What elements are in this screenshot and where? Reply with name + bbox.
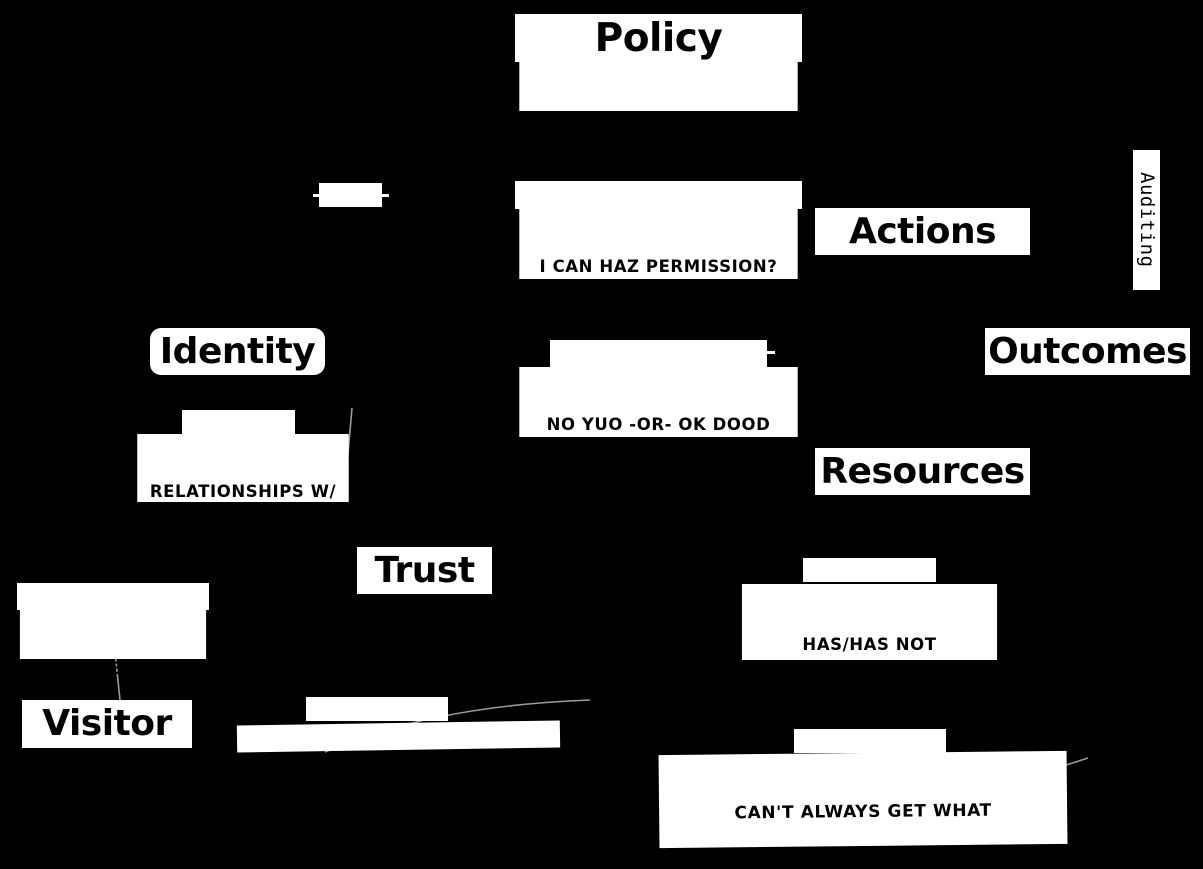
auditing-box[interactable]: Auditing xyxy=(1133,150,1160,290)
past-behavior-title-box[interactable]: Past Behavior xyxy=(803,558,957,605)
roles-tick-left xyxy=(313,194,319,197)
policy-title: Policy xyxy=(594,15,723,61)
policy-title-box[interactable]: Policy xyxy=(515,14,802,62)
visitor-label: Visitor xyxy=(42,703,172,744)
authorization-title-box[interactable]: Authorization xyxy=(515,181,802,235)
identity-box[interactable]: Identity xyxy=(150,328,325,375)
authentication-body-box[interactable]: VISITOR BELONGS TO IDENTITY? xyxy=(19,610,207,745)
reputation-body-line-3: IDENTITIES xyxy=(188,614,298,634)
policy-body-line-1: HOW TO MAKE AUTH'ZN xyxy=(541,112,776,132)
desired-results-body-line-1: CAN'T ALWAYS GET WHAT xyxy=(734,800,992,824)
authorization-body-box[interactable]: I CAN HAZ PERMISSION? USE ROLES, TRUST, … xyxy=(519,209,804,409)
desired-results-title-box[interactable]: Desired Results xyxy=(794,729,965,776)
access-control-body-box[interactable]: NO YUO -OR- OK DOOD ENFORCES AUTHORIZATI… xyxy=(519,367,798,567)
accountability-body-line-1: REAL-WORLD CONSEQUENCES xyxy=(248,777,551,803)
past-behavior-body-line-2: PREVIOUSLY xyxy=(809,701,930,721)
desired-results-body-box[interactable]: CAN'T ALWAYS GET WHAT YOU WANT BUT IF YO… xyxy=(658,750,1068,869)
accountability-body-box[interactable]: REAL-WORLD CONSEQUENCES xyxy=(236,720,561,802)
reputation-body-line-1: RELATIONSHIPS W/ xyxy=(149,482,337,502)
reputation-title-box[interactable]: Reputation xyxy=(182,410,310,457)
authentication-title-box[interactable]: Authentication xyxy=(17,583,242,635)
reputation-body-line-2: OTHER TRUSTED xyxy=(162,548,324,568)
roles-label-box[interactable]: Roles xyxy=(319,183,394,230)
authentication-body-line-1: VISITOR BELONGS xyxy=(24,659,202,679)
access-control-tick-right xyxy=(767,351,775,354)
past-behavior-body-box[interactable]: HAS/HAS NOT PREVIOUSLY ACTS_AS_ASSHAT xyxy=(741,584,998,787)
outcomes-label: Outcomes xyxy=(988,330,1187,372)
trust-label: Trust xyxy=(374,549,475,591)
access-control-body-line-1: NO YUO -OR- OK DOOD xyxy=(546,415,771,435)
resources-box[interactable]: Resources xyxy=(815,448,1030,495)
access-control-title-box[interactable]: Access Control xyxy=(550,340,786,392)
authorization-body-line-1: I CAN HAZ PERMISSION? xyxy=(539,257,778,277)
desired-results-body-line-2: YOU WANT BUT IF YOU TRY, xyxy=(660,865,1068,869)
authorization-body-line-2: USE ROLES, TRUST, REQUEST xyxy=(519,323,805,343)
access-control-body-line-3: DELEGATES OBLIGATIONS xyxy=(533,547,784,567)
visitor-box[interactable]: Visitor xyxy=(22,700,192,748)
auditing-label: Auditing xyxy=(1136,172,1158,268)
actions-label: Actions xyxy=(848,210,997,252)
policy-body-box[interactable]: HOW TO MAKE AUTH'ZN DECISIONS xyxy=(519,62,798,198)
roles-tick-right xyxy=(382,194,389,197)
actions-box[interactable]: Actions xyxy=(815,208,1030,255)
trust-box[interactable]: Trust xyxy=(357,547,492,594)
access-control-body-line-2: ENFORCES AUTHORIZATION xyxy=(523,481,794,501)
roles-label: Roles xyxy=(343,208,395,230)
identity-label: Identity xyxy=(159,330,316,372)
resources-label: Resources xyxy=(820,450,1025,492)
reputation-body-box[interactable]: RELATIONSHIPS W/ OTHER TRUSTED IDENTITIE… xyxy=(137,434,349,634)
outcomes-box[interactable]: Outcomes xyxy=(985,328,1190,375)
accountability-title-box[interactable]: Accountability xyxy=(306,697,465,744)
past-behavior-body-line-1: HAS/HAS NOT xyxy=(802,635,937,655)
